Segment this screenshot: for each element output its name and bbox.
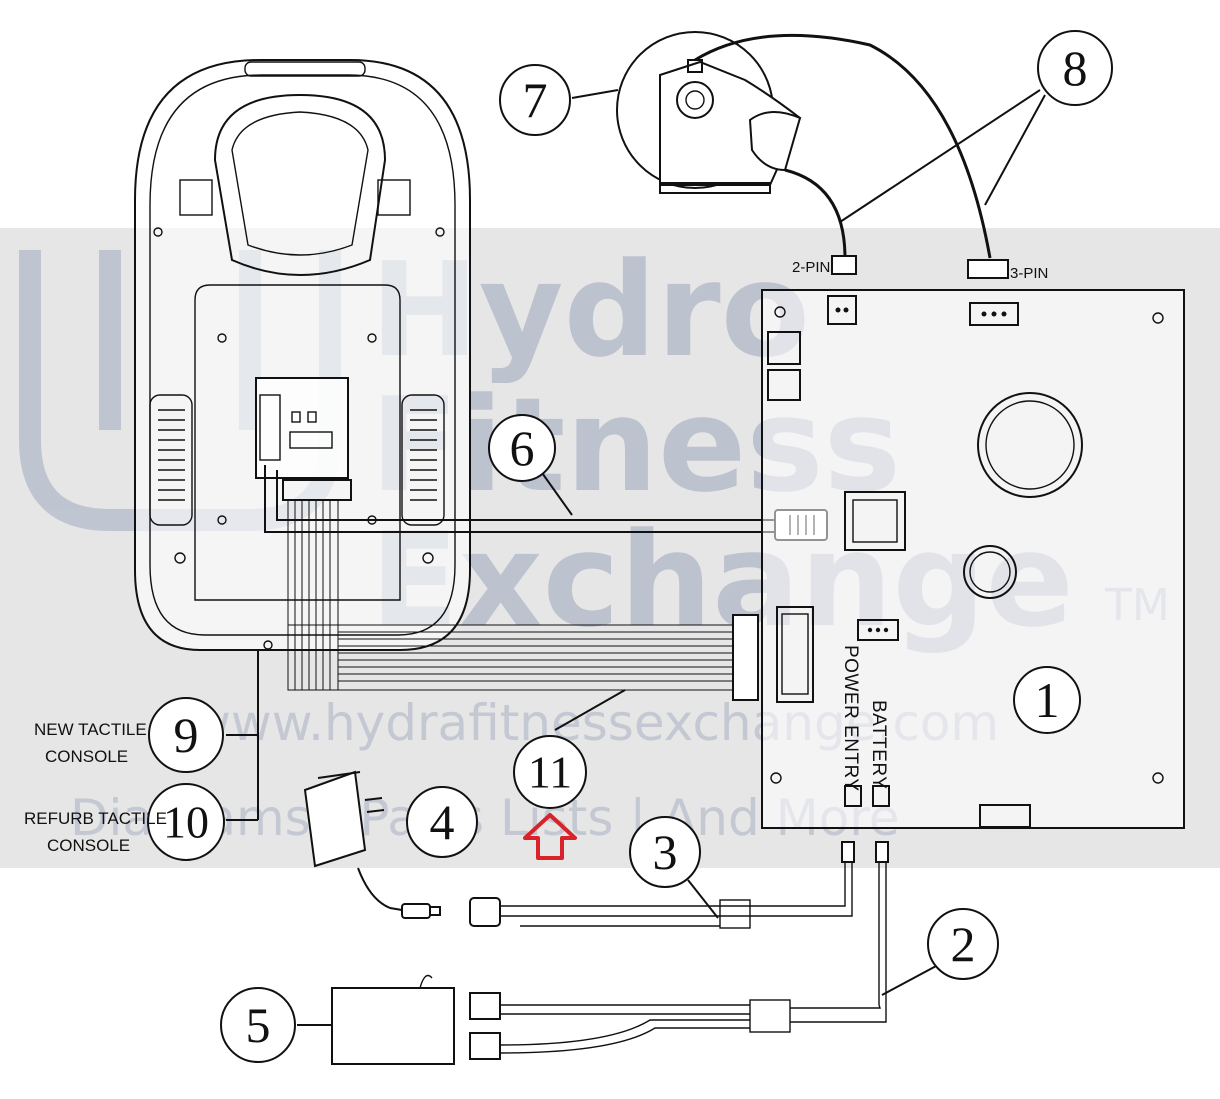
svg-text:2: 2 bbox=[951, 916, 976, 972]
svg-text:9: 9 bbox=[174, 707, 199, 763]
generator-assembly bbox=[616, 31, 802, 194]
refurb-console-label-line2: CONSOLE bbox=[47, 836, 130, 855]
three-pin-label: 3-PIN bbox=[1010, 265, 1048, 282]
svg-text:6: 6 bbox=[510, 420, 535, 476]
callout-4: 4 bbox=[406, 786, 478, 858]
new-console-label-line1: NEW TACTILE bbox=[34, 720, 147, 739]
callout-7: 7 bbox=[499, 64, 571, 136]
callout-1: 1 bbox=[1013, 666, 1081, 734]
sensor-cables bbox=[694, 33, 1009, 279]
callout-9: 9 bbox=[148, 697, 224, 773]
main-control-board bbox=[761, 289, 1185, 829]
battery-pack bbox=[331, 974, 887, 1065]
svg-text:10: 10 bbox=[163, 797, 209, 848]
console-grip-right bbox=[401, 394, 445, 526]
new-console-label-line2: CONSOLE bbox=[45, 747, 128, 766]
svg-text:4: 4 bbox=[430, 794, 455, 850]
svg-text:7: 7 bbox=[523, 72, 548, 128]
callout-leaders bbox=[226, 89, 1046, 1026]
board-leads bbox=[720, 841, 889, 1018]
power-harness bbox=[469, 897, 751, 929]
refurb-console-label-line1: REFURB TACTILE bbox=[24, 809, 167, 828]
svg-text:5: 5 bbox=[246, 997, 271, 1053]
callout-3: 3 bbox=[629, 816, 701, 888]
svg-text:8: 8 bbox=[1063, 40, 1088, 96]
up-arrow-icon bbox=[523, 813, 577, 860]
callout-2: 2 bbox=[927, 908, 999, 980]
ribbon-cable bbox=[287, 499, 759, 701]
battery-label: BATTERY bbox=[868, 700, 889, 789]
svg-text:3: 3 bbox=[653, 824, 678, 880]
callout-11: 11 bbox=[513, 735, 587, 809]
ac-adapter bbox=[303, 770, 441, 919]
callout-8: 8 bbox=[1037, 30, 1113, 106]
callout-6: 6 bbox=[488, 414, 556, 482]
callout-10: 10 bbox=[147, 783, 225, 861]
svg-text:11: 11 bbox=[528, 747, 572, 798]
console-grip-left bbox=[149, 394, 193, 526]
svg-text:1: 1 bbox=[1035, 672, 1060, 728]
callout-5: 5 bbox=[220, 987, 296, 1063]
two-pin-label: 2-PIN bbox=[792, 259, 830, 276]
tactile-console bbox=[134, 59, 471, 651]
power-entry-label: POWER ENTRY bbox=[840, 645, 861, 792]
